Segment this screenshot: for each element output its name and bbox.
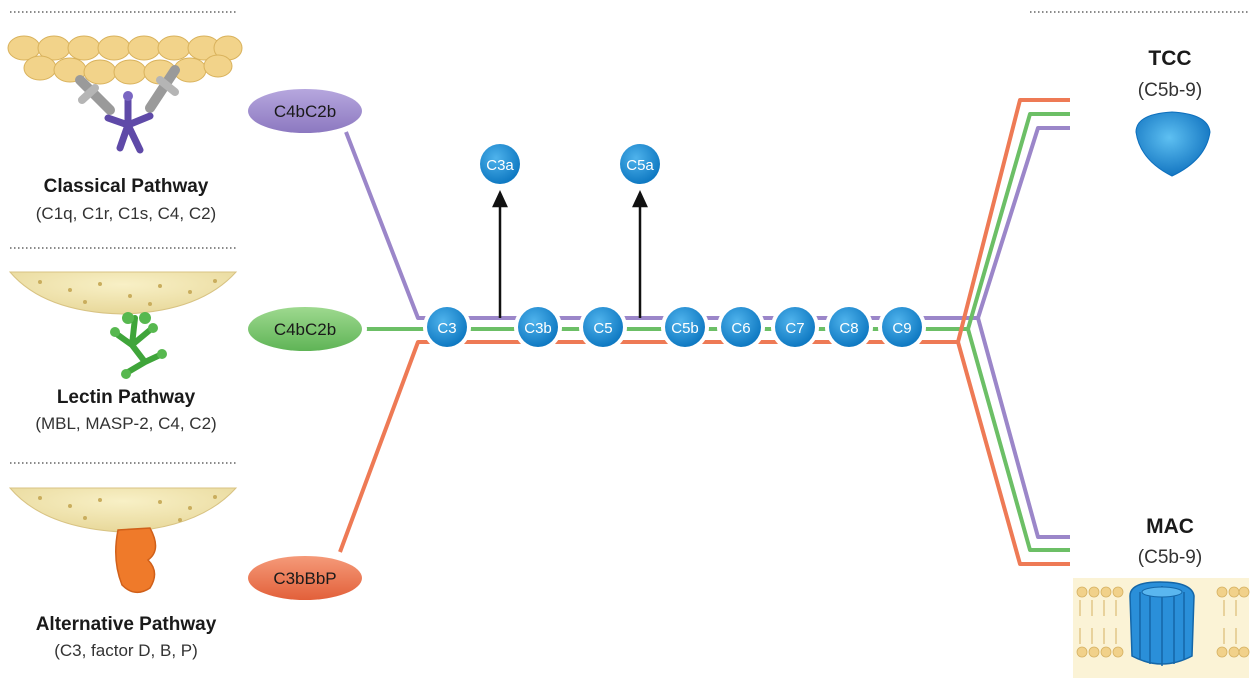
node-c6-label: C6 <box>731 320 750 337</box>
convertase-classical: C4bC2b <box>243 85 367 137</box>
pathway-labels: Classical Pathway (C1q, C1r, C1s, C4, C2… <box>35 176 216 660</box>
node-c7: C7 <box>771 303 819 351</box>
tcc-complex-icon <box>1135 111 1211 177</box>
pathway-lines <box>338 98 1070 566</box>
mac-membrane-pore-icon <box>1073 578 1250 678</box>
node-c3a: C3a <box>476 140 524 188</box>
lectin-convertase-label: C4bC2b <box>274 320 336 339</box>
node-c5b-label: C5b <box>671 320 699 337</box>
node-c5-label: C5 <box>593 320 612 337</box>
node-c5b: C5b <box>661 303 709 351</box>
tcc-title: TCC <box>1148 47 1191 70</box>
tcc-subtitle: (C5b-9) <box>1138 80 1202 101</box>
alternative-components: (C3, factor D, B, P) <box>54 641 198 660</box>
lectin-line <box>360 112 1070 331</box>
node-c5a-label: C5a <box>626 157 654 174</box>
node-c3: C3 <box>423 303 471 351</box>
node-c3-label: C3 <box>437 320 456 337</box>
node-c7-label: C7 <box>785 320 804 337</box>
classical-pathway-illustration <box>7 35 243 154</box>
lectin-pathway-illustration <box>8 271 238 379</box>
lectin-title: Lectin Pathway <box>57 387 196 408</box>
alternative-line-to-mac <box>956 341 1070 566</box>
node-c3b-label: C3b <box>524 320 552 337</box>
classical-components: (C1q, C1r, C1s, C4, C2) <box>36 204 216 223</box>
classical-convertase-label: C4bC2b <box>274 102 336 121</box>
convertase-alternative: C3bBbP <box>243 552 367 604</box>
classical-title: Classical Pathway <box>44 176 209 197</box>
node-c3a-label: C3a <box>486 157 514 174</box>
node-c3b: C3b <box>514 303 562 351</box>
node-c9: C9 <box>878 303 926 351</box>
node-c5a: C5a <box>616 140 664 188</box>
convertase-lectin: C4bC2b <box>243 303 367 355</box>
classical-line <box>344 126 1070 320</box>
mac-subtitle: (C5b-9) <box>1138 547 1202 568</box>
node-c9-label: C9 <box>892 320 911 337</box>
alternative-pathway-illustration <box>8 487 238 594</box>
node-c6: C6 <box>717 303 765 351</box>
cascade-nodes: C3 C3b C5 C5b C6 C7 C8 C9 <box>423 140 926 351</box>
alternative-title: Alternative Pathway <box>36 614 217 635</box>
mac-title: MAC <box>1146 515 1194 538</box>
release-arrows <box>492 190 648 318</box>
node-c8: C8 <box>825 303 873 351</box>
alternative-convertase-label: C3bBbP <box>273 569 336 588</box>
node-c5: C5 <box>579 303 627 351</box>
tcc-output: TCC (C5b-9) <box>1135 47 1211 177</box>
node-c8-label: C8 <box>839 320 858 337</box>
classical-line-to-mac <box>976 317 1070 539</box>
dividers <box>10 11 1248 464</box>
mac-output: MAC (C5b-9) <box>1073 515 1250 678</box>
lectin-line-to-mac <box>966 328 1070 552</box>
lectin-components: (MBL, MASP-2, C4, C2) <box>35 414 216 433</box>
